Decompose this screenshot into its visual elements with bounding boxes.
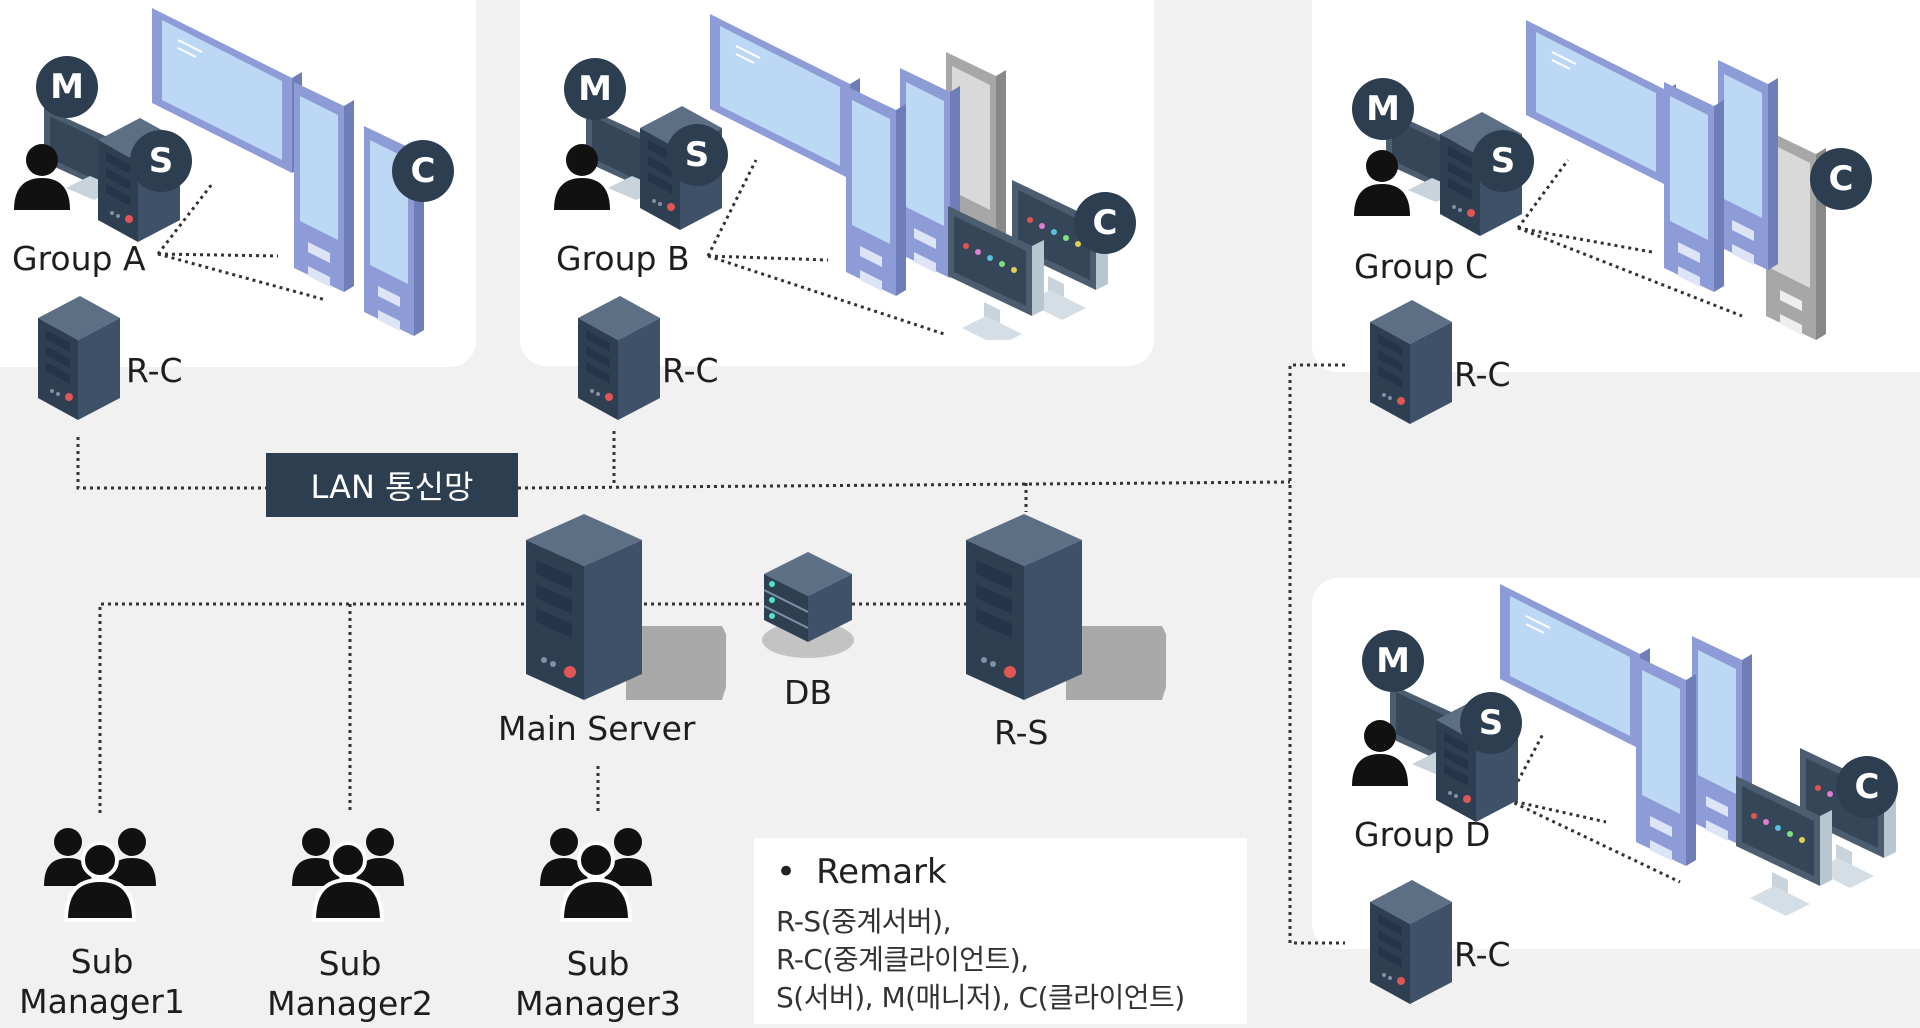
- sub-manager-2-line2: Manager2: [267, 984, 433, 1023]
- tablet-icon: [709, 13, 861, 180]
- relay-client-icon: [1370, 880, 1452, 1004]
- server-badge: S: [1460, 692, 1522, 754]
- sub-manager-1-label: Sub Manager1: [0, 942, 204, 1022]
- client-badge: C: [1836, 756, 1898, 818]
- group-b-label: Group B: [556, 239, 690, 278]
- sub-manager-3-line1: Sub: [566, 944, 630, 983]
- db-label: DB: [784, 673, 833, 712]
- team-icon: [290, 826, 406, 922]
- remark-line-3: S(서버), M(매니저), C(클라이언트): [776, 981, 1185, 1014]
- sub-manager-1-line1: Sub: [70, 942, 134, 981]
- server-badge: S: [130, 130, 192, 192]
- group-b-rc-label: R-C: [662, 351, 719, 390]
- remark-title-text: Remark: [816, 852, 947, 892]
- group-c-label: Group C: [1354, 247, 1488, 286]
- relay-server-icon: [966, 514, 1166, 700]
- relay-client-icon: [578, 296, 660, 420]
- remark-box: • Remark R-S(중계서버), R-C(중계클라이언트), S(서버), …: [754, 838, 1247, 1024]
- relay-client-icon: [1370, 300, 1452, 424]
- sub-manager-2-label: Sub Manager2: [248, 944, 452, 1024]
- manager-badge: M: [1352, 78, 1414, 140]
- remark-bullet: •: [776, 852, 797, 892]
- relay-server-label: R-S: [994, 713, 1049, 752]
- smartphone-icon: [294, 82, 354, 292]
- client-badge: C: [1810, 148, 1872, 210]
- sub-manager-3-label: Sub Manager3: [496, 944, 700, 1024]
- remark-title: • Remark: [776, 852, 947, 892]
- tablet-icon: [1525, 19, 1677, 186]
- group-b-devices: [554, 13, 1108, 340]
- team-icon: [42, 826, 158, 922]
- main-server-icon: [526, 514, 726, 700]
- group-d-rc-label: R-C: [1454, 935, 1511, 974]
- group-a-rc-label: R-C: [126, 351, 183, 390]
- smartphone-icon: [1636, 656, 1696, 866]
- relay-client-icon: [38, 296, 120, 420]
- sub-manager-1-line2: Manager1: [19, 982, 185, 1021]
- group-a-label: Group A: [12, 239, 146, 278]
- group-d-devices: [1352, 583, 1896, 916]
- client-badge: C: [1074, 192, 1136, 254]
- team-icon: [538, 826, 654, 922]
- remark-line-1: R-S(중계서버),: [776, 905, 952, 938]
- server-badge: S: [1472, 130, 1534, 192]
- database-icon: [762, 552, 854, 658]
- client-badge: C: [392, 140, 454, 202]
- server-badge: S: [666, 124, 728, 186]
- sub-manager-2-line1: Sub: [318, 944, 382, 983]
- tablet-icon: [1499, 583, 1651, 750]
- smartphone-icon: [1664, 82, 1724, 292]
- group-a-devices: [14, 7, 424, 336]
- smartphone-icon: [1718, 60, 1778, 270]
- manager-badge: M: [564, 58, 626, 120]
- manager-badge: M: [36, 56, 98, 118]
- group-c-rc-label: R-C: [1454, 355, 1511, 394]
- main-server-label: Main Server: [498, 709, 696, 748]
- sub-manager-3-line2: Manager3: [515, 984, 681, 1023]
- remark-line-2: R-C(중계클라이언트),: [776, 943, 1029, 976]
- manager-badge: M: [1362, 630, 1424, 692]
- lan-network-label: LAN 통신망: [266, 453, 518, 517]
- smartphone-icon: [846, 86, 906, 296]
- group-d-label: Group D: [1354, 815, 1491, 854]
